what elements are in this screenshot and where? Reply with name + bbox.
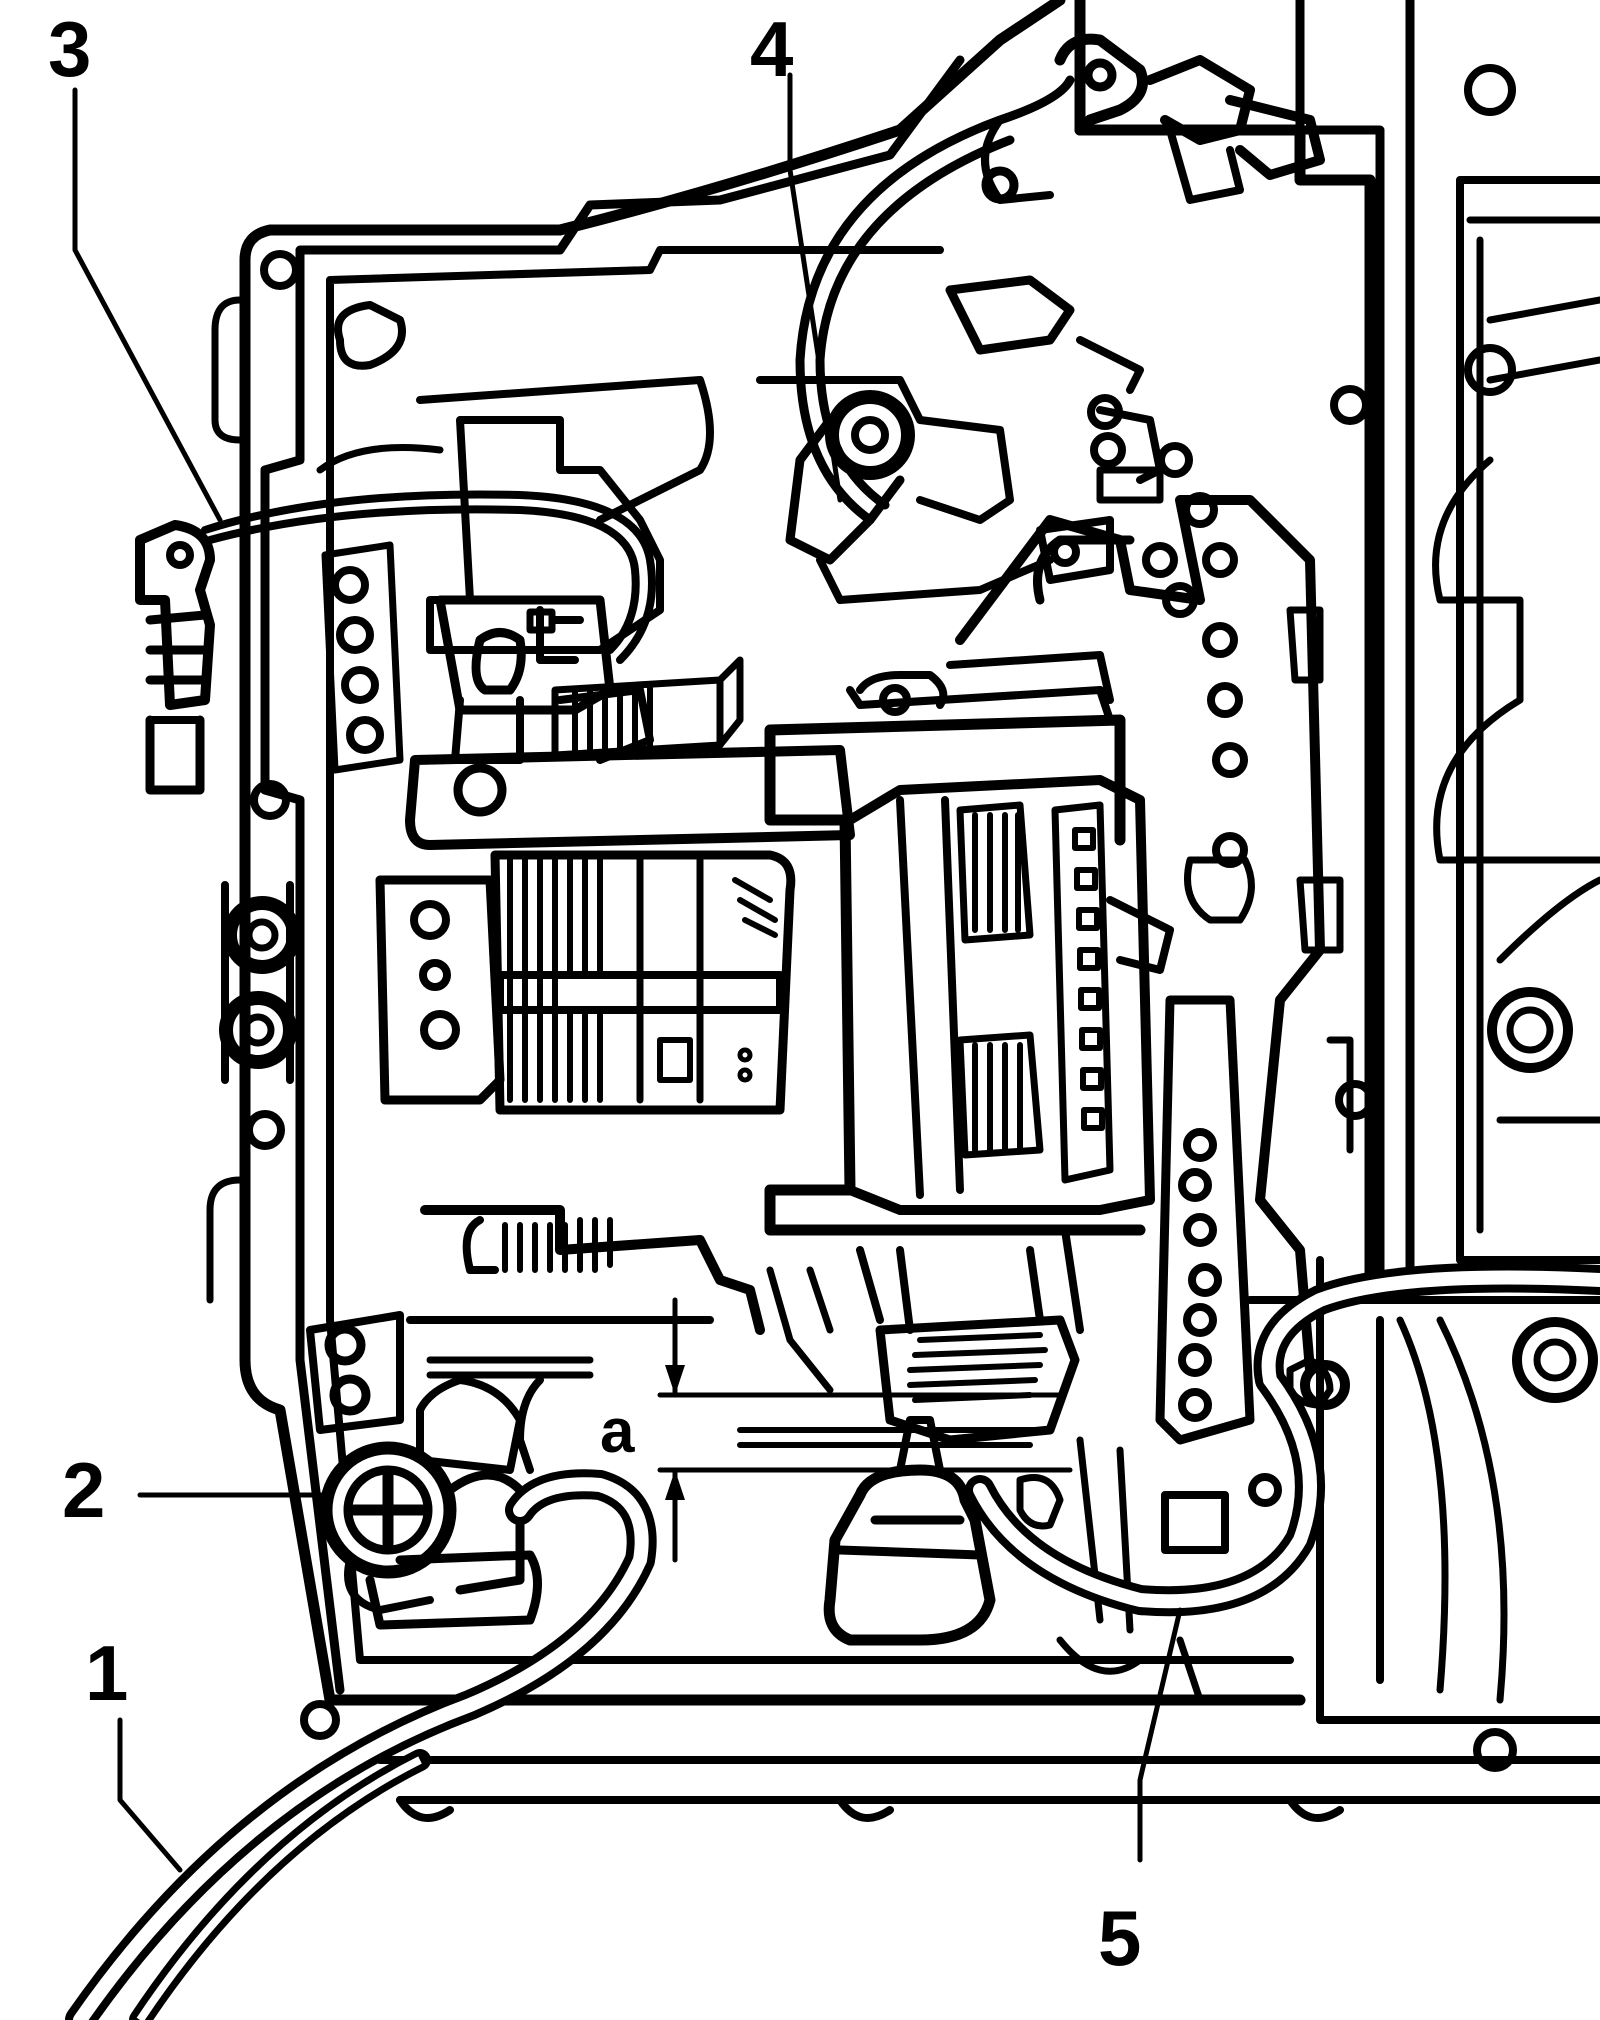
- center-right-block: [764, 651, 1174, 1236]
- connector-2: [319, 1441, 457, 1614]
- lower-area: a: [306, 1205, 1350, 1704]
- upper-left-cluster: [316, 301, 855, 850]
- transmission-housing: [376, 0, 1600, 1822]
- leader-lines: [72, 72, 1183, 1873]
- callout-1: 1: [85, 1629, 128, 1717]
- callout-5: 5: [1098, 1894, 1141, 1982]
- lower-actuator: [823, 1416, 996, 1646]
- wiring-harness: [65, 75, 1600, 2020]
- dimension-a: a: [600, 1297, 1073, 1563]
- upper-right-plate: [955, 394, 1354, 1375]
- callout-3: 3: [48, 5, 91, 93]
- dimension-label: a: [600, 1397, 635, 1466]
- ribbed-block-upper: [551, 656, 744, 759]
- connector-4-mount: [756, 376, 1054, 604]
- callout-2: 2: [62, 1446, 105, 1534]
- sensor-top-right: [945, 33, 1325, 394]
- right-column-holes: [1155, 995, 1282, 1554]
- valve-body: [206, 0, 1376, 1740]
- center-left-block: [375, 850, 796, 1115]
- callout-labels: 3 4 2 1 5: [48, 5, 1141, 1982]
- callout-4: 4: [750, 5, 793, 93]
